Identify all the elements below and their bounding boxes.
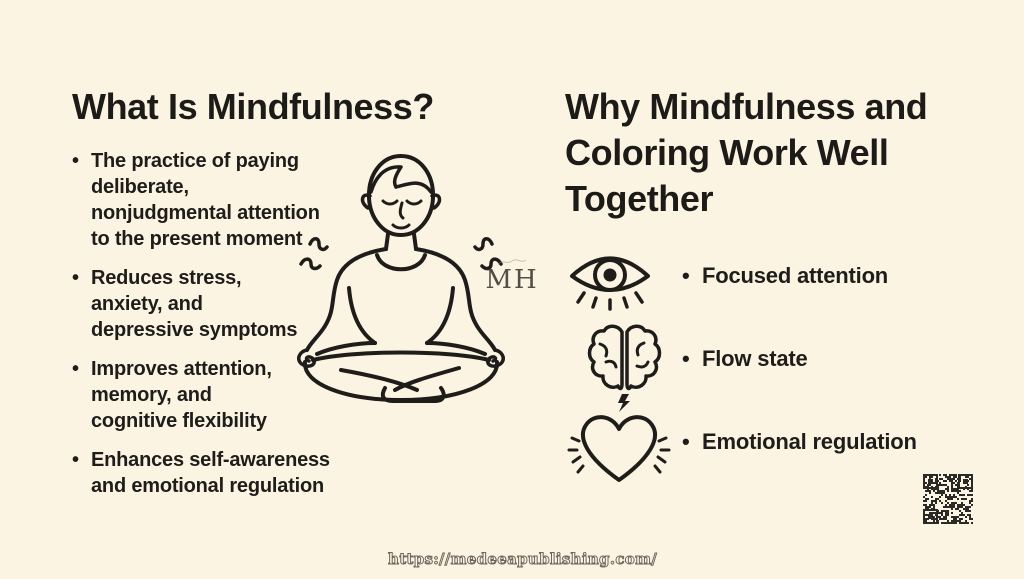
bullet-marker: •: [682, 429, 690, 454]
list-item: • Improves attention, memory, and cognit…: [72, 356, 372, 434]
bullet-marker: •: [72, 449, 80, 471]
list-item-text: Reduces stress, anxiety, and depressive …: [91, 267, 298, 341]
bullet-marker: •: [72, 267, 80, 289]
qr-code: [923, 474, 973, 524]
list-item-text: The practice of paying deliberate, nonju…: [91, 150, 320, 250]
bullet-marker: •: [72, 358, 80, 380]
benefit-label: Focused attention: [702, 263, 889, 288]
benefit-row: • Focused attention: [682, 262, 888, 290]
benefit-row: • Flow state: [682, 345, 808, 373]
right-section-title: Why Mindfulness and Coloring Work Well T…: [565, 86, 928, 219]
flourish-icon: [497, 259, 527, 265]
benefit-label: Flow state: [702, 346, 808, 371]
meditating-person-illustration: [283, 140, 519, 408]
benefit-label: Emotional regulation: [702, 429, 917, 454]
website-link[interactable]: https://medeeapublishing.com/: [387, 550, 658, 569]
list-item: • Enhances self-awareness and emotional …: [72, 447, 372, 499]
watermark-text: MH: [485, 265, 539, 295]
benefit-row: • Emotional regulation: [682, 428, 917, 456]
eye-icon: [568, 246, 652, 319]
list-item-text: Enhances self-awareness and emotional re…: [91, 449, 330, 497]
heart-icon: [564, 400, 674, 493]
list-item: • The practice of paying deliberate, non…: [72, 148, 372, 252]
bullet-marker: •: [682, 263, 690, 288]
watermark-logo: MH: [484, 258, 540, 293]
brain-icon: [586, 322, 662, 417]
bullet-marker: •: [72, 150, 80, 172]
list-item: • Reduces stress, anxiety, and depressiv…: [72, 265, 372, 343]
bullet-marker: •: [682, 346, 690, 371]
list-item-text: Improves attention, memory, and cognitiv…: [91, 358, 272, 432]
left-section-title: What Is Mindfulness?: [72, 86, 435, 127]
mindfulness-benefits-list: • The practice of paying deliberate, non…: [72, 148, 372, 512]
